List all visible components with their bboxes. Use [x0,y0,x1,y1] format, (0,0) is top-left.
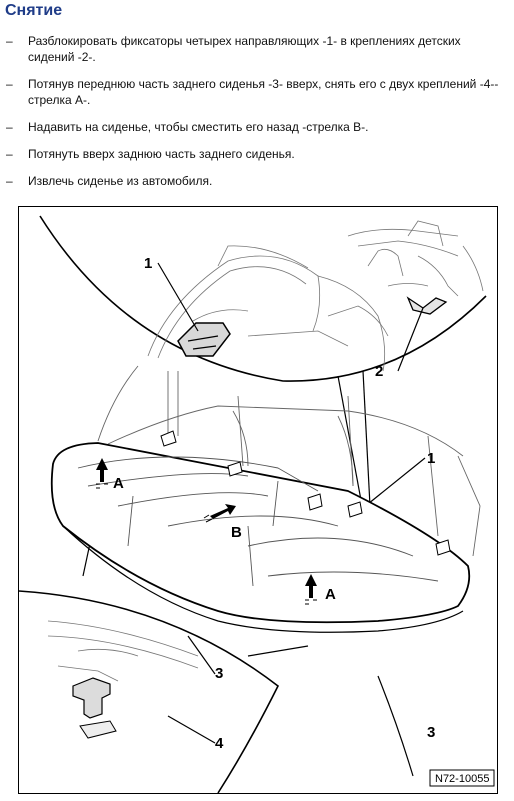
step-text: Извлечь сиденье из автомобиля. [28,174,213,188]
seat-fastener [72,677,111,719]
list-item: – Надавить на сиденье, чтобы сместить его… [6,119,506,135]
callout-1-top: 1 [144,255,152,272]
list-dash: – [6,120,13,134]
list-dash: – [6,147,13,161]
list-item: – Потянуть вверх заднюю часть заднего сид… [6,146,506,162]
figure-frame [18,206,498,794]
callout-a-right: A [325,586,336,603]
callout-3-right: 3 [427,724,435,741]
step-text: Надавить на сиденье, чтобы сместить его … [28,120,369,134]
arrow-a-right [305,574,317,605]
seat-removal-figure: 1 2 1 A B A 3 3 4 N72-10055 [18,206,498,794]
bottom-detail-view [18,590,280,794]
callout-2: 2 [375,363,383,380]
rear-seat-drawing [50,365,481,633]
callout-b: B [231,524,242,541]
list-item: – Разблокировать фиксаторы четырех направ… [6,33,506,65]
list-item: – Извлечь сиденье из автомобиля. [6,173,506,189]
step-text: Потянуть вверх заднюю часть заднего сиде… [28,147,295,161]
arrow-b [203,504,236,523]
list-dash: – [6,174,13,188]
guide-part [177,322,231,357]
instruction-list: – Разблокировать фиксаторы четырех направ… [6,33,506,200]
callout-3-detail: 3 [215,665,223,682]
list-item: – Потянув переднюю часть заднего сиденья … [6,76,506,108]
page-title: Снятие [5,2,63,19]
list-dash: – [6,77,13,91]
list-dash: – [6,34,13,48]
callout-a-left: A [113,475,124,492]
top-detail-view [39,207,487,382]
technical-drawing: 1 2 1 A B A 3 3 4 N72-10055 [18,206,498,794]
figure-id: N72-10055 [435,773,489,785]
step-text: Разблокировать фиксаторы четырех направл… [28,34,461,64]
step-text: Потянув переднюю часть заднего сиденья -… [28,77,499,107]
callout-4: 4 [215,735,224,752]
arrow-a-left [96,458,108,489]
callout-1-right: 1 [427,450,435,467]
figure-id-box [429,769,495,787]
